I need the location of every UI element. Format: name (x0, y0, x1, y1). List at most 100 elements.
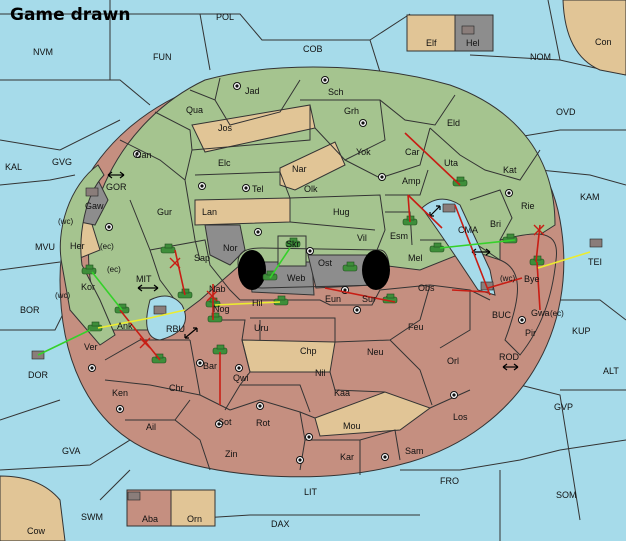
label-orn: Orn (187, 514, 202, 524)
label-bye: Bye (524, 274, 540, 284)
label-olk: Olk (304, 184, 318, 194)
move-orders (119, 132, 541, 405)
coast-wc-mvu: (wc) (58, 217, 73, 226)
convoy-orders (37, 239, 516, 356)
label-fro: FRO (440, 476, 459, 486)
channel-end-east (362, 250, 390, 290)
label-sap: Sap (194, 253, 210, 263)
label-nab: Nab (209, 284, 226, 294)
sea-labels: POL COB FUN NVM NOM Con OVD KAL GVG KAM … (5, 12, 619, 536)
coast-wc-kor: (wc) (55, 291, 70, 300)
province-labels: Elf Hel Aba Orn Jad Sch Qua Jos Grh Eld … (70, 38, 550, 524)
label-hug: Hug (333, 207, 350, 217)
label-pol: POL (216, 12, 234, 22)
label-obs: Obs (418, 283, 435, 293)
label-lit: LIT (304, 487, 318, 497)
label-tel: Tel (252, 184, 264, 194)
label-ovd: OVD (556, 107, 576, 117)
coast-ec-gwa: (ec) (550, 309, 564, 318)
label-rod: ROD (499, 352, 520, 362)
province-con[interactable] (562, 0, 626, 76)
coast-ec-her: (ec) (100, 242, 114, 251)
bidir-connectors (107, 171, 519, 371)
label-qua: Qua (186, 105, 203, 115)
label-kup: KUP (572, 326, 591, 336)
label-cma: CMA (458, 225, 478, 235)
label-jad: Jad (245, 86, 260, 96)
label-mel: Mel (408, 253, 423, 263)
label-uta: Uta (444, 158, 458, 168)
province-elf[interactable] (406, 14, 456, 52)
label-gvg: GVG (52, 157, 72, 167)
label-gvp: GVP (554, 402, 573, 412)
label-esm: Esm (390, 231, 408, 241)
label-neu: Neu (367, 347, 384, 357)
label-bri: Bri (490, 219, 501, 229)
label-qwi: Qwi (233, 373, 249, 383)
label-eld: Eld (447, 118, 460, 128)
label-uru: Uru (254, 323, 269, 333)
label-nil: Nil (315, 368, 326, 378)
province-cow[interactable] (0, 475, 66, 541)
label-her: Her (70, 241, 85, 251)
coast-wc-bye: (wc) (500, 274, 515, 283)
label-rot: Rot (256, 418, 271, 428)
label-swm: SWM (81, 512, 103, 522)
label-nor: Nor (223, 243, 238, 253)
label-aba: Aba (142, 514, 158, 524)
label-eun: Eun (325, 294, 341, 304)
label-nog: Nog (213, 304, 230, 314)
label-tei: TEI (588, 257, 602, 267)
label-con: Con (595, 37, 612, 47)
label-chp: Chp (300, 346, 317, 356)
label-fun: FUN (153, 52, 172, 62)
label-ver: Ver (84, 342, 98, 352)
label-pir: Pir (525, 328, 536, 338)
province-nar[interactable] (279, 141, 346, 191)
label-kor: Kor (81, 282, 95, 292)
label-sam: Sam (405, 446, 424, 456)
label-yok: Yok (356, 147, 371, 157)
label-orl: Orl (447, 356, 459, 366)
label-dor: DOR (28, 370, 49, 380)
label-hel: Hel (466, 38, 480, 48)
label-amp: Amp (402, 176, 421, 186)
label-nar: Nar (292, 164, 307, 174)
label-lan: Lan (202, 207, 217, 217)
label-kar: Kar (340, 452, 354, 462)
label-rie: Rie (521, 201, 535, 211)
supply-centers (88, 76, 526, 464)
label-mou: Mou (343, 421, 361, 431)
label-gva: GVA (62, 446, 80, 456)
label-ost: Ost (318, 258, 333, 268)
province-mou[interactable] (314, 391, 432, 437)
label-car: Car (405, 147, 420, 157)
label-gor: GOR (106, 182, 127, 192)
label-buc: BUC (492, 310, 512, 320)
province-nor[interactable] (204, 224, 246, 266)
channel-end-west (238, 250, 266, 290)
label-ail: Ail (146, 422, 156, 432)
label-feu: Feu (408, 322, 424, 332)
label-skr: Skr (286, 239, 300, 249)
label-nom: NOM (530, 52, 551, 62)
support-orders (97, 251, 591, 329)
label-kaa: Kaa (334, 388, 350, 398)
label-rbu: RBU (166, 324, 185, 334)
label-hil: Hil (252, 298, 263, 308)
label-sot: Sot (218, 417, 232, 427)
label-kal: KAL (5, 162, 22, 172)
label-bor: BOR (20, 305, 40, 315)
failed-orders (139, 224, 545, 349)
province-orn[interactable] (170, 489, 216, 527)
label-elc: Elc (218, 158, 231, 168)
label-los: Los (453, 412, 468, 422)
label-web: Web (287, 273, 305, 283)
label-elf: Elf (426, 38, 437, 48)
label-jos: Jos (218, 123, 233, 133)
coast-ec-kor: (ec) (107, 265, 121, 274)
label-chr: Chr (169, 383, 184, 393)
label-sur: Sur (362, 294, 376, 304)
label-alt: ALT (603, 366, 619, 376)
